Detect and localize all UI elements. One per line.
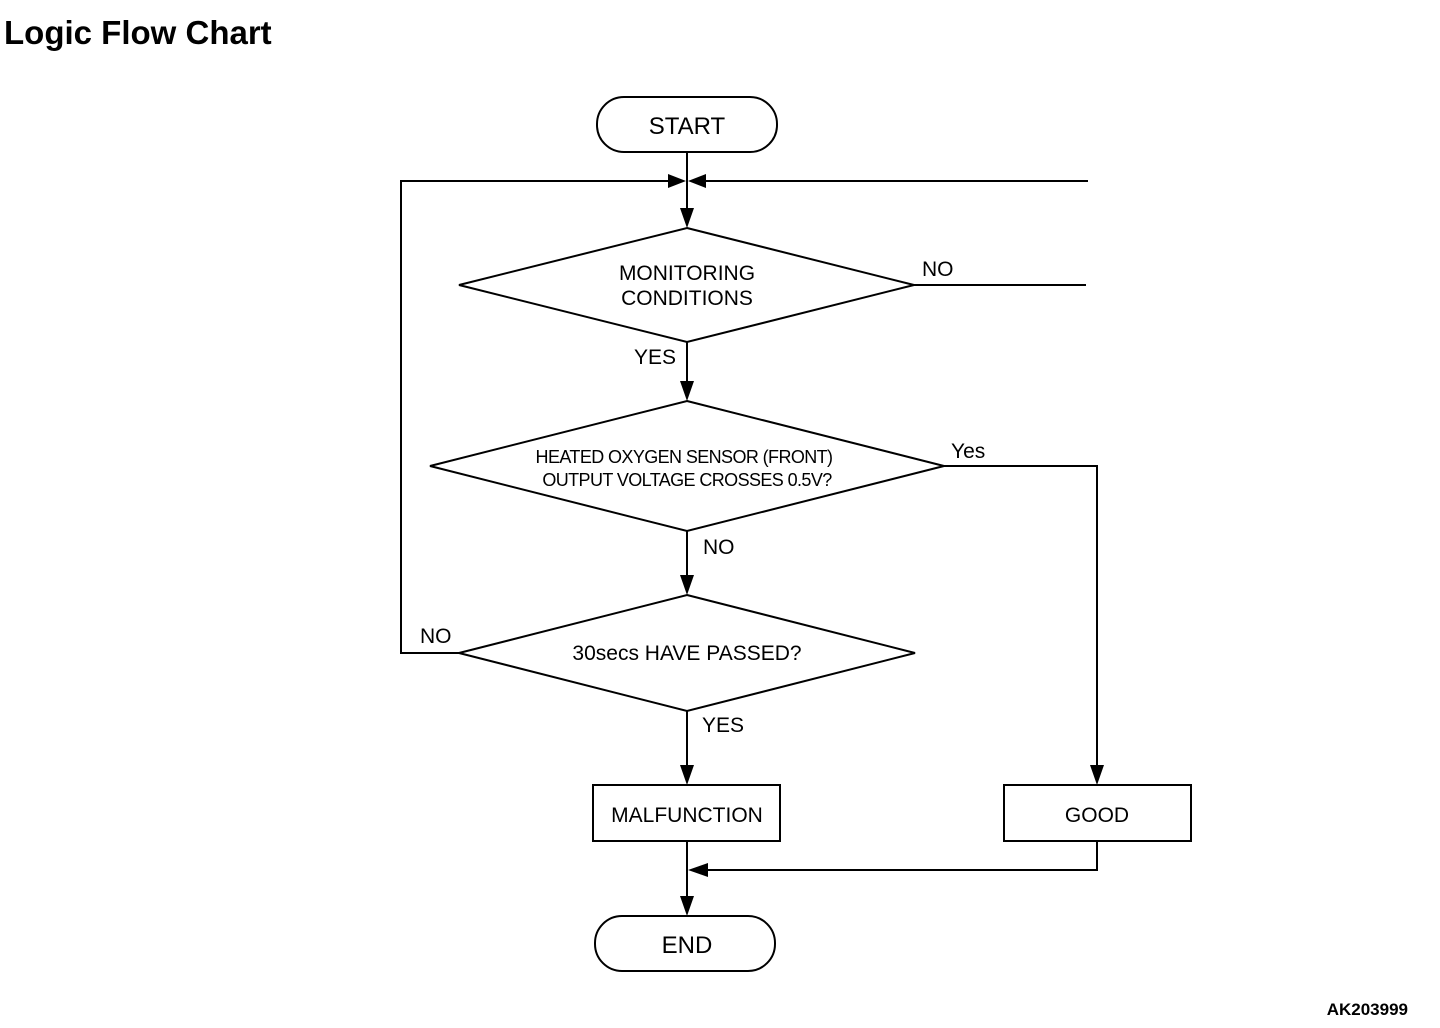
good-node: GOOD xyxy=(1003,784,1192,842)
timer-no-loop-line xyxy=(400,180,670,654)
monitoring-arrowhead xyxy=(680,208,694,228)
sensor-arrowhead xyxy=(680,381,694,401)
timer-yes-label: YES xyxy=(702,714,744,737)
document-code: AK203999 xyxy=(1326,1000,1408,1019)
monitoring-label-line-2: CONDITIONS xyxy=(621,287,753,310)
sensor-no-label: NO xyxy=(703,536,735,559)
timer-label: 30secs HAVE PASSED? xyxy=(572,642,801,665)
sensor-label-line-1: HEATED OXYGEN SENSOR (FRONT) xyxy=(536,447,833,467)
sensor-yes-label: Yes xyxy=(951,440,985,463)
monitoring-no-label: NO xyxy=(922,258,954,281)
timer-arrowhead xyxy=(680,575,694,595)
good-to-end-line xyxy=(706,841,1098,871)
loop-left-arrowhead xyxy=(668,174,686,188)
sensor-check-node: HEATED OXYGEN SENSOR (FRONT) OUTPUT VOLT… xyxy=(429,399,945,533)
monitoring-conditions-node: MONITORING CONDITIONS xyxy=(458,226,915,344)
malfunction-label: MALFUNCTION xyxy=(611,804,763,827)
monitoring-label-line-1: MONITORING xyxy=(619,262,755,285)
good-label: GOOD xyxy=(1065,804,1129,827)
end-arrowhead xyxy=(680,896,694,916)
page-title: Logic Flow Chart xyxy=(4,14,272,51)
sensor-yes-line xyxy=(944,465,1098,768)
sensor-label-line-2: OUTPUT VOLTAGE CROSSES 0.5V? xyxy=(542,470,832,490)
malfunction-node: MALFUNCTION xyxy=(592,784,781,842)
start-node: START xyxy=(596,96,778,153)
loop-right-arrowhead xyxy=(688,174,706,188)
end-label: END xyxy=(662,932,713,959)
end-node: END xyxy=(594,915,776,972)
good-arrowhead xyxy=(1090,765,1104,785)
start-label: START xyxy=(649,113,726,140)
timer-check-node: 30secs HAVE PASSED? xyxy=(458,593,916,713)
good-merge-arrowhead xyxy=(688,863,708,877)
monitoring-yes-label: YES xyxy=(634,346,676,369)
malfunction-arrowhead xyxy=(680,765,694,785)
timer-no-label: NO xyxy=(420,625,452,648)
